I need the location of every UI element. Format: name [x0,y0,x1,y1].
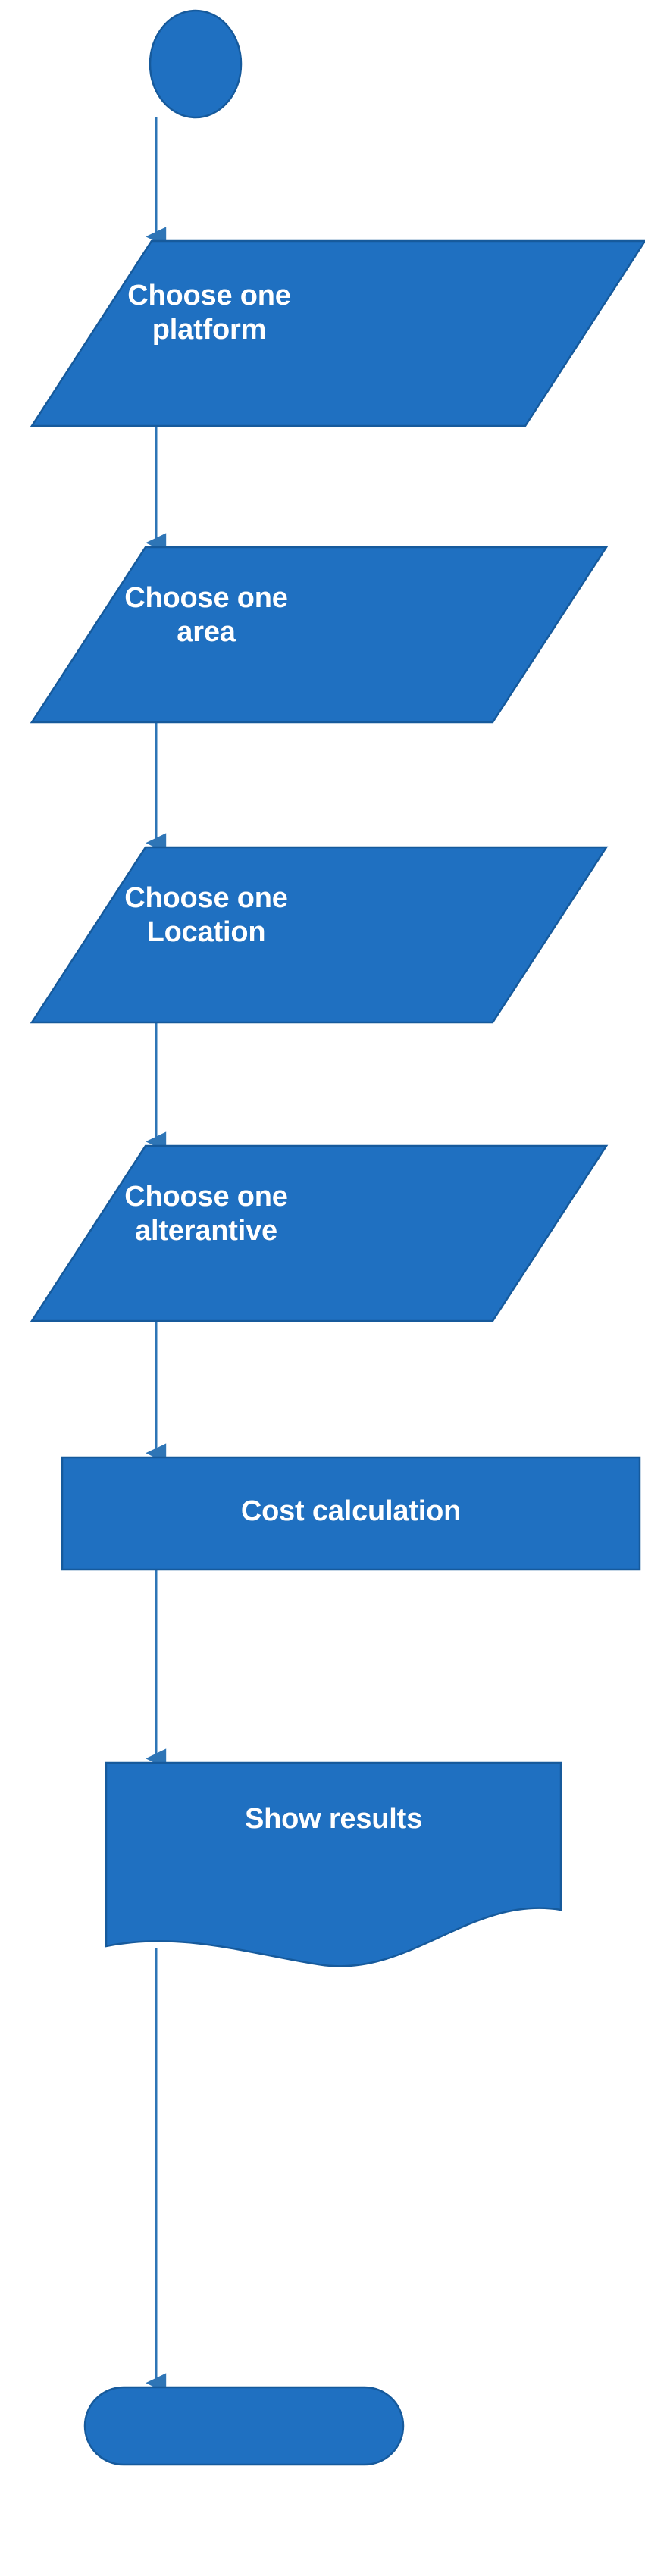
node-cost-calculation[interactable] [61,1456,641,1571]
node-choose-area[interactable] [30,546,609,724]
node-choose-location[interactable] [30,846,609,1024]
node-show-results[interactable] [105,1761,562,1967]
node-choose-platform[interactable] [30,239,645,427]
node-start-terminator[interactable] [149,9,243,119]
node-choose-alternative[interactable] [30,1144,609,1322]
node-end-terminator[interactable] [83,2386,405,2466]
